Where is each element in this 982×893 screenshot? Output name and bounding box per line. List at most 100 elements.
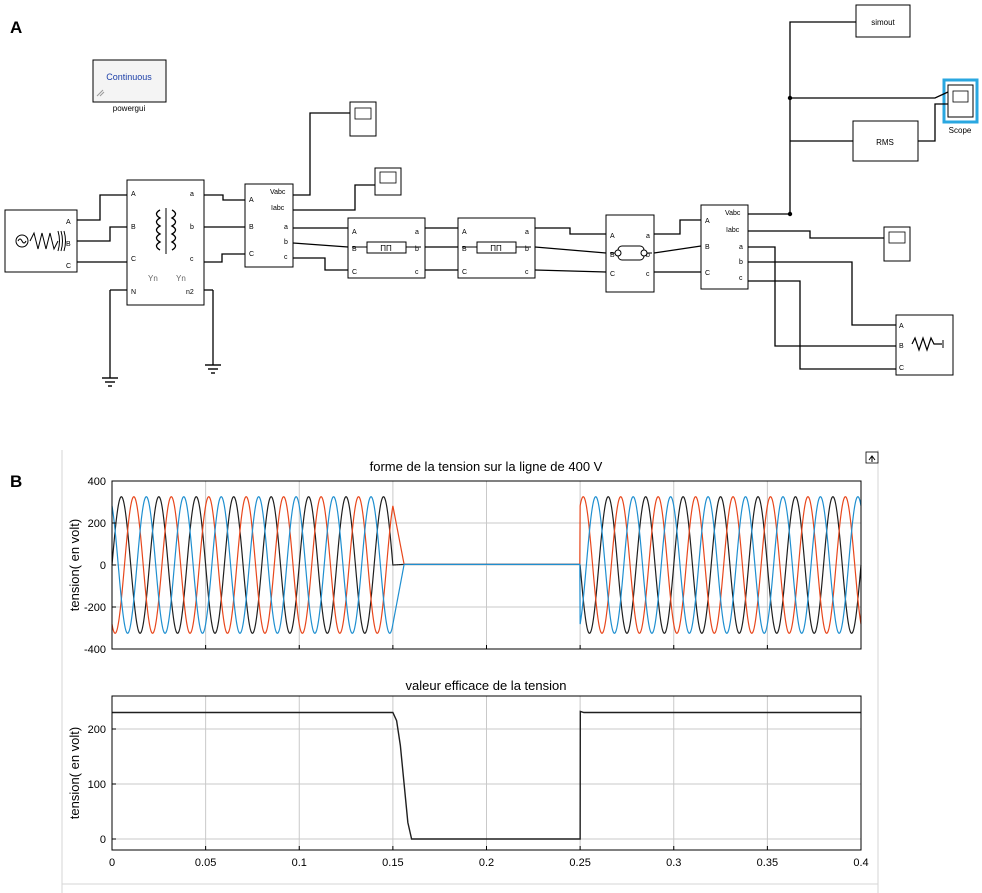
panel-label-a: A — [10, 18, 22, 37]
xfmr-port-a2: a — [190, 191, 194, 198]
chart1-ytick-label: 0 — [100, 560, 106, 572]
chart2-yticks: 0 100 200 — [88, 724, 116, 846]
source-port-c: C — [66, 263, 71, 270]
chart1-ytick-label: -400 — [84, 644, 106, 656]
line2-port-b2: b — [525, 246, 529, 253]
scope-block-1[interactable] — [349, 101, 377, 137]
ac-source-icon — [15, 234, 29, 248]
xfmr-port-b2: b — [190, 224, 194, 231]
chart2-rms-series — [112, 710, 861, 840]
powergui-mode: Continuous — [106, 72, 152, 82]
meas2-port-b: B — [705, 244, 710, 251]
chart1-phase-series-3 — [111, 496, 862, 634]
meas2-vabc: Vabc — [725, 210, 741, 217]
meas1-port-a2: a — [284, 224, 288, 231]
chart1-title: forme de la tension sur la ligne de 400 … — [370, 459, 603, 474]
chart2-xtick-label: 0.1 — [292, 857, 307, 869]
meas1-port-b2: b — [284, 239, 288, 246]
line1-port-a: A — [352, 229, 357, 236]
fault-port-b: B — [610, 252, 615, 259]
meas1-iabc: Iabc — [271, 205, 285, 212]
line1-port-b2: b — [415, 246, 419, 253]
rms-block[interactable]: RMS — [852, 120, 919, 162]
simout-block[interactable]: simout — [855, 4, 911, 38]
fault-port-a2: a — [646, 233, 650, 240]
load-port-b: B — [899, 343, 904, 350]
chart2-xtick-label: 0.05 — [195, 857, 216, 869]
chart2-ytick-label: 100 — [88, 779, 106, 791]
load-port-a: A — [899, 323, 904, 330]
meas1-port-c: C — [249, 251, 254, 258]
chart2-xtick-label: 0.2 — [479, 857, 494, 869]
load-port-c: C — [899, 365, 904, 372]
chart1-ytick-label: -200 — [84, 602, 106, 614]
chart2-ytick-label: 0 — [100, 834, 106, 846]
signal-wires — [77, 21, 949, 370]
load-resistor-icon — [911, 336, 942, 352]
line2-port-c2: c — [525, 269, 529, 276]
xfmr-port-b: B — [131, 224, 136, 231]
meas2-port-c: C — [705, 270, 710, 277]
line1-port-a2: a — [415, 229, 419, 236]
meas2-port-a2: a — [739, 244, 743, 251]
scope-icon — [952, 90, 969, 103]
chart2-title: valeur efficace de la tension — [406, 678, 567, 693]
scope-icon — [888, 231, 906, 244]
pi-line-block-2[interactable]: ΠΠ A B C a b c — [457, 217, 536, 279]
chart2-xtick-label: 0.3 — [666, 857, 681, 869]
powergui-block[interactable]: Continuous powergui — [92, 59, 167, 113]
panel-label-b: B — [10, 472, 22, 491]
meas1-port-b: B — [249, 224, 254, 231]
scope-icon — [379, 171, 397, 184]
meas2-port-c2: c — [739, 275, 743, 282]
pi-symbol-1: ΠΠ — [380, 244, 392, 253]
measurement-block-1[interactable]: A B C Vabc Iabc a b c — [244, 183, 294, 268]
scope-block-2[interactable] — [374, 167, 402, 196]
source-port-b: B — [66, 241, 71, 248]
meas1-port-a: A — [249, 197, 254, 204]
meas2-port-b2: b — [739, 259, 743, 266]
xfmr-port-c2: c — [190, 256, 194, 263]
meas2-iabc: Iabc — [726, 227, 740, 234]
chart1-ytick-label: 400 — [88, 476, 106, 488]
pi-symbol-2: ΠΠ — [490, 244, 502, 253]
powergui-icon — [96, 89, 105, 97]
scope-name: Scope — [949, 126, 972, 135]
transformer-block[interactable]: A B C N a b c n2 Yn Yn — [126, 179, 205, 306]
line1-port-b: B — [352, 246, 357, 253]
chart2-ylabel: tension( en volt) — [67, 727, 82, 820]
chart2-xtick-label: 0.15 — [382, 857, 403, 869]
fault-port-a: A — [610, 233, 615, 240]
chart2-xtick-label: 0.25 — [569, 857, 590, 869]
chart1-ylabel: tension( en volt) — [67, 519, 82, 612]
resistor-icon — [29, 231, 59, 251]
chart2-xtick-label: 0.4 — [853, 857, 868, 869]
measurement-block-2[interactable]: A B C Vabc Iabc a b c — [700, 204, 749, 290]
xfmr-port-a: A — [131, 191, 136, 198]
ground-icon — [102, 290, 118, 387]
three-phase-load[interactable]: A B C — [895, 314, 954, 376]
powergui-name: powergui — [113, 104, 146, 113]
fault-breaker-block[interactable]: A B C a b c — [605, 214, 655, 293]
transformer-coil-icon — [155, 209, 177, 251]
scope-block-3[interactable] — [883, 226, 911, 262]
chart2-xtick-label: 0 — [109, 857, 115, 869]
xfmr-port-c: C — [131, 256, 136, 263]
line2-port-a: A — [462, 229, 467, 236]
three-phase-source[interactable]: A B C — [4, 209, 78, 273]
scope-block-main[interactable]: Scope — [942, 78, 979, 135]
restore-icon[interactable] — [865, 451, 879, 464]
breaker-icon — [617, 245, 645, 261]
fault-port-c2: c — [646, 271, 650, 278]
meas2-port-a: A — [705, 218, 710, 225]
xfmr-port-n2: n2 — [186, 289, 194, 296]
pi-line-block-1[interactable]: ΠΠ A B C a b c — [347, 217, 426, 279]
chart2-ytick-label: 200 — [88, 724, 106, 736]
line2-port-a2: a — [525, 229, 529, 236]
winding-primary: Yn — [148, 274, 158, 283]
source-port-a: A — [66, 219, 71, 226]
fault-port-b2: b — [646, 252, 650, 259]
